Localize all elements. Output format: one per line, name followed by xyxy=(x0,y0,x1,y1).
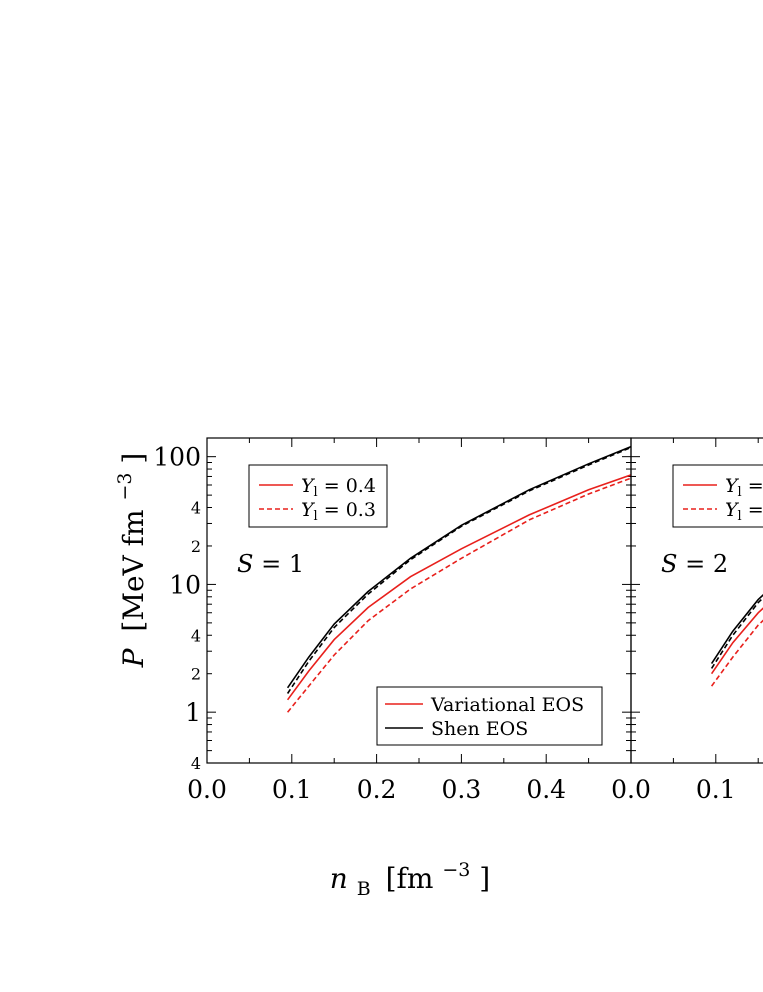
y-axis-label-unit: [MeV fm xyxy=(117,509,150,631)
y-axis-label: P [MeV fm −3 ] xyxy=(105,453,150,669)
legend-label: Yl = 0.4 xyxy=(301,475,376,500)
legend-sub: l xyxy=(738,485,742,500)
legend-label: Yl = xyxy=(725,475,763,500)
series-group xyxy=(286,445,631,713)
y-axis-label-var: P xyxy=(117,647,150,668)
y-tick-label: 2 xyxy=(191,665,201,684)
x-axis-label-var: n xyxy=(330,862,348,895)
plot-frame xyxy=(630,437,763,764)
y-tick-label: 4 xyxy=(191,754,201,773)
legend-rest: = 0.4 xyxy=(318,475,376,497)
series-line-2 xyxy=(286,477,631,713)
legend-var: Y xyxy=(725,499,740,521)
series-line-4 xyxy=(710,596,763,669)
legend-var: Y xyxy=(725,475,740,497)
legend-box xyxy=(248,464,388,528)
panel-2: 0.0 0.1 S = 2 Yl =Yl = xyxy=(611,437,763,804)
series-line-1 xyxy=(286,474,631,701)
x-tick-label: 0.0 xyxy=(187,775,227,804)
x-tick-label: 0.4 xyxy=(526,775,566,804)
y-ticks xyxy=(631,456,640,764)
y-tick-label: 2 xyxy=(191,537,201,556)
x-axis-label-exp: −3 xyxy=(442,859,470,881)
y-tick-label: 1 xyxy=(185,698,201,727)
series-line-1 xyxy=(710,607,763,675)
series-line-2 xyxy=(710,619,763,687)
x-tick-label: 0.3 xyxy=(442,775,482,804)
annotation-rest: = 1 xyxy=(253,550,304,578)
series-line-3 xyxy=(286,445,631,689)
x-axis-label-sub: B xyxy=(357,878,371,900)
legend-box xyxy=(672,464,763,528)
annotation-rest: = 2 xyxy=(677,550,728,578)
panel-annotation: S = 2 xyxy=(661,550,728,578)
series-group xyxy=(710,594,763,687)
y-tick-label: 4 xyxy=(191,626,201,645)
legend-label: Shen EOS xyxy=(431,718,528,740)
y-tick-label: 10 xyxy=(169,570,201,599)
legend-rest: = xyxy=(742,475,763,497)
x-axis-label: n B [fm −3 ] xyxy=(330,850,490,902)
legend-var: Y xyxy=(301,475,316,497)
legend-label: Yl = 0.3 xyxy=(301,499,376,524)
annotation-var: S xyxy=(237,550,253,578)
legend-var: Y xyxy=(301,499,316,521)
y-axis-label-close: ] xyxy=(117,453,150,464)
legend-rest: = xyxy=(742,499,763,521)
legend-sub: l xyxy=(314,509,318,524)
legend-sub: l xyxy=(314,485,318,500)
legend-rest: = 0.3 xyxy=(318,499,376,521)
y-ticks xyxy=(207,456,631,764)
legend-sub: l xyxy=(738,509,742,524)
x-tick-label: 0.1 xyxy=(696,775,736,804)
panel-1: 100 4 2 10 4 2 1 4 0.0 0.1 0.2 0.3 0.4 S = 1 Yl = 0.4Y… xyxy=(153,437,632,804)
legend-ye: Yl = 0.4Yl = 0.3 xyxy=(248,464,388,528)
series-line-3 xyxy=(710,594,763,665)
x-axis-label-unit: [fm xyxy=(386,862,434,895)
y-tick-label: 100 xyxy=(153,443,201,472)
x-tick-label: 0.2 xyxy=(357,775,397,804)
legend-ye: Yl =Yl = xyxy=(672,464,763,528)
legend-label: Variational EOS xyxy=(430,694,584,716)
annotation-var: S xyxy=(661,550,677,578)
series-line-4 xyxy=(286,446,631,694)
legend-label: Yl = xyxy=(725,499,763,524)
x-axis-label-close: ] xyxy=(479,862,490,895)
y-axis-label-exp: −3 xyxy=(114,472,136,500)
x-tick-label: 0.1 xyxy=(272,775,312,804)
x-tick-label: 0.0 xyxy=(611,775,651,804)
y-tick-label: 4 xyxy=(191,499,201,518)
x-ticks xyxy=(630,438,759,763)
legend-box xyxy=(376,686,603,746)
panel-annotation: S = 1 xyxy=(237,550,304,578)
